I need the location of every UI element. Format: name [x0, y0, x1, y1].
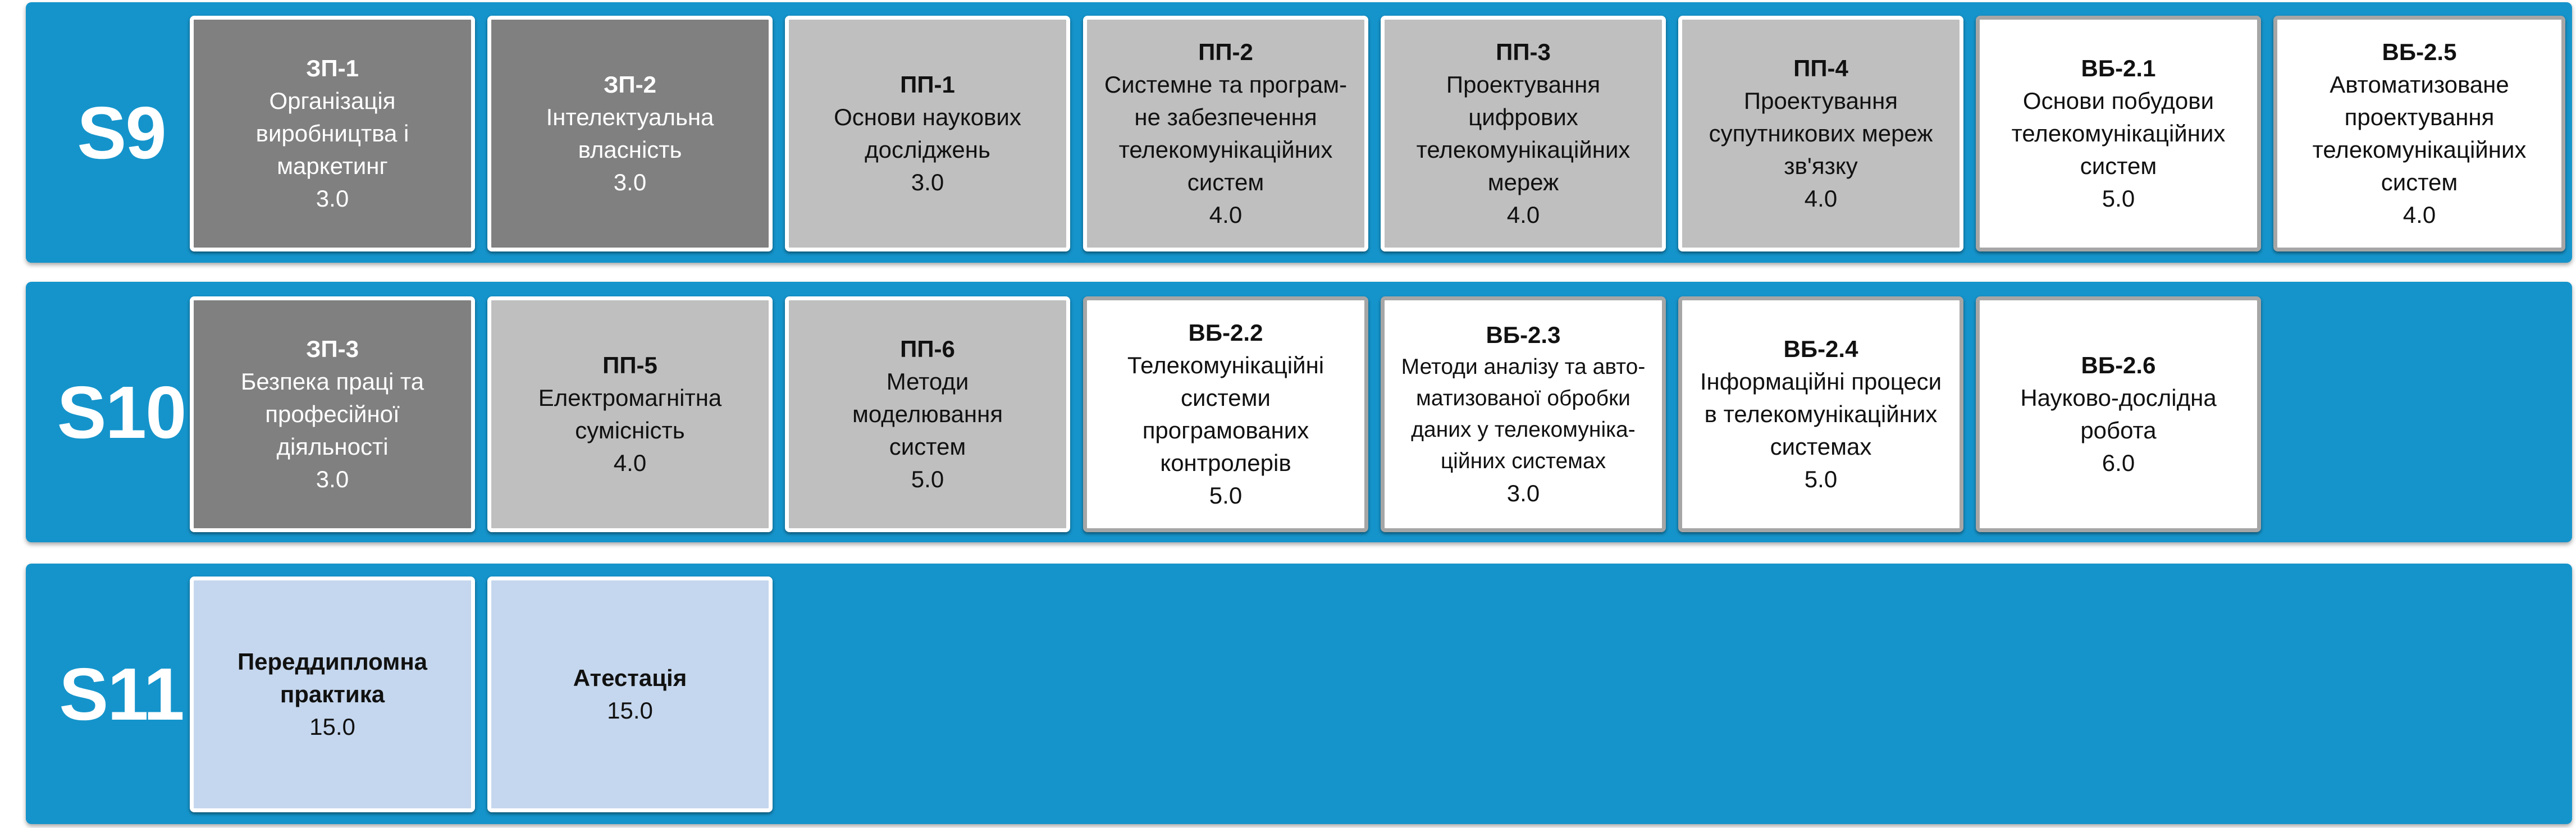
course-credits: 5.0 [2102, 185, 2135, 212]
course-card-zp-3[interactable]: ЗП-3 Безпека праці та професійної діяльн… [190, 296, 475, 532]
semester-label: S10 [57, 370, 187, 454]
course-code: ВБ-2.5 [2382, 39, 2457, 65]
course-name: Методи моделювання систем [852, 368, 1003, 460]
course-credits: 15.0 [607, 697, 653, 724]
course-code: ПП-5 [602, 352, 657, 378]
course-name: Проектування супутникових мереж зв'язку [1709, 88, 1933, 179]
course-credits: 3.0 [613, 169, 647, 195]
course-card-pp-1[interactable]: ПП-1 Основи наукових досліджень 3.0 [785, 16, 1070, 251]
course-credits: 4.0 [1506, 202, 1540, 228]
course-name: Основи наукових досліджень [834, 104, 1021, 163]
course-code: ПП-6 [900, 336, 955, 362]
course-code: ПП-1 [900, 71, 955, 98]
course-card-vb-2-3[interactable]: ВБ-2.3 Методи аналізу та авто- матизован… [1381, 296, 1666, 532]
course-code: ЗП-1 [306, 55, 359, 81]
course-name: Безпека праці та професійної діяльності [240, 368, 424, 460]
course-code: ВБ-2.3 [1486, 322, 1561, 348]
course-credits: 4.0 [2403, 202, 2436, 228]
course-credits: 5.0 [1209, 482, 1243, 509]
course-name: Організація виробництва і маркетинг [255, 88, 409, 179]
course-card-vb-2-4[interactable]: ВБ-2.4 Інформаційні процеси в телекомуні… [1678, 296, 1963, 532]
course-code: ЗП-2 [604, 71, 656, 98]
semester-label: S11 [59, 652, 185, 735]
course-credits: 3.0 [1506, 480, 1540, 506]
course-code: ПП-4 [1793, 55, 1848, 81]
course-card-pp-2[interactable]: ПП-2 Системне та програм- не забезпеченн… [1083, 16, 1368, 251]
course-credits: 4.0 [613, 450, 647, 476]
course-credits: 15.0 [309, 713, 355, 740]
course-name: Інформаційні процеси в телекомунікаційни… [1700, 368, 1942, 460]
course-credits: 6.0 [2102, 450, 2135, 476]
course-name: Телекомунікаційні системи програмованих … [1127, 352, 1324, 476]
course-card-zp-2[interactable]: ЗП-2 Інтелектуальна власність 3.0 [487, 16, 773, 251]
course-card-pre-diploma-practice[interactable]: Переддипломна практика 15.0 [190, 577, 475, 812]
course-code: ВБ-2.6 [2081, 352, 2156, 378]
course-name: Переддипломна практика [237, 648, 428, 707]
course-card-vb-2-6[interactable]: ВБ-2.6 Науково-дослідна робота 6.0 [1976, 296, 2261, 532]
course-card-vb-2-5[interactable]: ВБ-2.5 Автоматизоване проектування телек… [2273, 16, 2565, 251]
course-credits: 5.0 [911, 466, 944, 492]
course-code: ВБ-2.2 [1188, 319, 1263, 346]
course-card-attestation[interactable]: Атестація 15.0 [487, 577, 773, 812]
course-credits: 5.0 [1804, 466, 1838, 492]
course-name: Проектування цифрових телекомунікаційних… [1416, 71, 1630, 195]
course-card-pp-4[interactable]: ПП-4 Проектування супутникових мереж зв'… [1678, 16, 1963, 251]
course-code: ПП-2 [1198, 39, 1253, 65]
course-code: ВБ-2.4 [1783, 336, 1858, 362]
course-card-pp-5[interactable]: ПП-5 Електромагнітна сумісність 4.0 [487, 296, 773, 532]
course-name: Атестація [573, 665, 687, 691]
course-code: ЗП-3 [306, 336, 359, 362]
course-credits: 3.0 [316, 466, 349, 492]
course-card-zp-1[interactable]: ЗП-1 Організація виробництва і маркетинг… [190, 16, 475, 251]
course-credits: 3.0 [911, 169, 944, 195]
course-card-vb-2-2[interactable]: ВБ-2.2 Телекомунікаційні системи програм… [1083, 296, 1368, 532]
course-name: Електромагнітна сумісність [538, 385, 722, 443]
course-code: ВБ-2.1 [2081, 55, 2156, 81]
semester-label: S9 [77, 91, 166, 174]
course-credits: 4.0 [1209, 202, 1243, 228]
course-name: Автоматизоване проектування телекомуніка… [2312, 71, 2527, 195]
course-card-pp-6[interactable]: ПП-6 Методи моделювання систем 5.0 [785, 296, 1070, 532]
course-name: Науково-дослідна робота [2020, 385, 2217, 443]
course-name: Методи аналізу та авто- матизованої обро… [1401, 355, 1646, 473]
course-name: Інтелектуальна власність [546, 104, 714, 163]
course-name: Системне та програм- не забезпечення тел… [1104, 71, 1348, 195]
course-credits: 4.0 [1804, 185, 1838, 212]
course-card-pp-3[interactable]: ПП-3 Проектування цифрових телекомунікац… [1381, 16, 1666, 251]
course-card-vb-2-1[interactable]: ВБ-2.1 Основи побудови телекомунікаційни… [1976, 16, 2261, 251]
course-name: Основи побудови телекомунікаційних систе… [2011, 88, 2226, 179]
course-code: ПП-3 [1496, 39, 1551, 65]
course-credits: 3.0 [316, 185, 349, 212]
